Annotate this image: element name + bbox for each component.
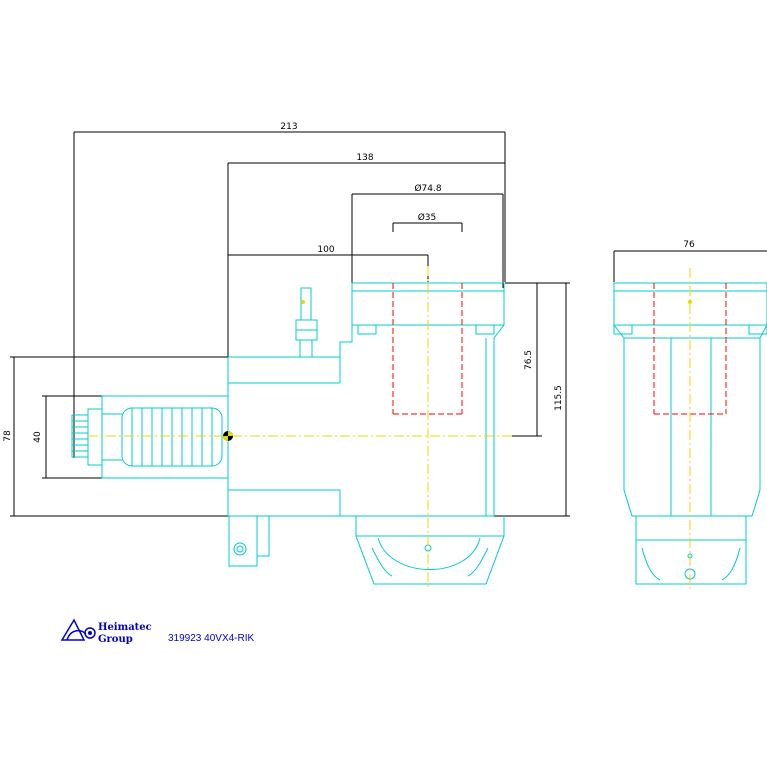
dim-height-78: 78 bbox=[3, 430, 13, 442]
part-number: 319923 40VX4-RIK bbox=[168, 633, 255, 644]
dim-height-115-5: 115.5 bbox=[554, 385, 564, 411]
dim-height-40: 40 bbox=[33, 431, 43, 443]
dim-side-width: 76 bbox=[683, 240, 695, 250]
dim-height-76-5: 76.5 bbox=[524, 350, 534, 370]
gauge-point-marker bbox=[223, 300, 305, 441]
logo-line1: Heimatec bbox=[98, 622, 152, 633]
dim-inner-diameter: Ø35 bbox=[418, 212, 437, 223]
front-view bbox=[71, 282, 505, 585]
dim-length-100: 100 bbox=[317, 245, 334, 255]
centerlines-front bbox=[88, 266, 515, 590]
dim-length-138: 138 bbox=[356, 153, 373, 163]
dim-overall-length: 213 bbox=[280, 122, 297, 132]
dim-bore-diameter: Ø74.8 bbox=[414, 183, 441, 194]
centerline-side bbox=[688, 268, 692, 592]
logo-line2: Group bbox=[98, 634, 133, 645]
dimension-lines bbox=[10, 131, 767, 517]
coolant-fitting bbox=[300, 287, 312, 321]
company-logo bbox=[60, 618, 96, 641]
hidden-bore-front bbox=[392, 283, 463, 415]
